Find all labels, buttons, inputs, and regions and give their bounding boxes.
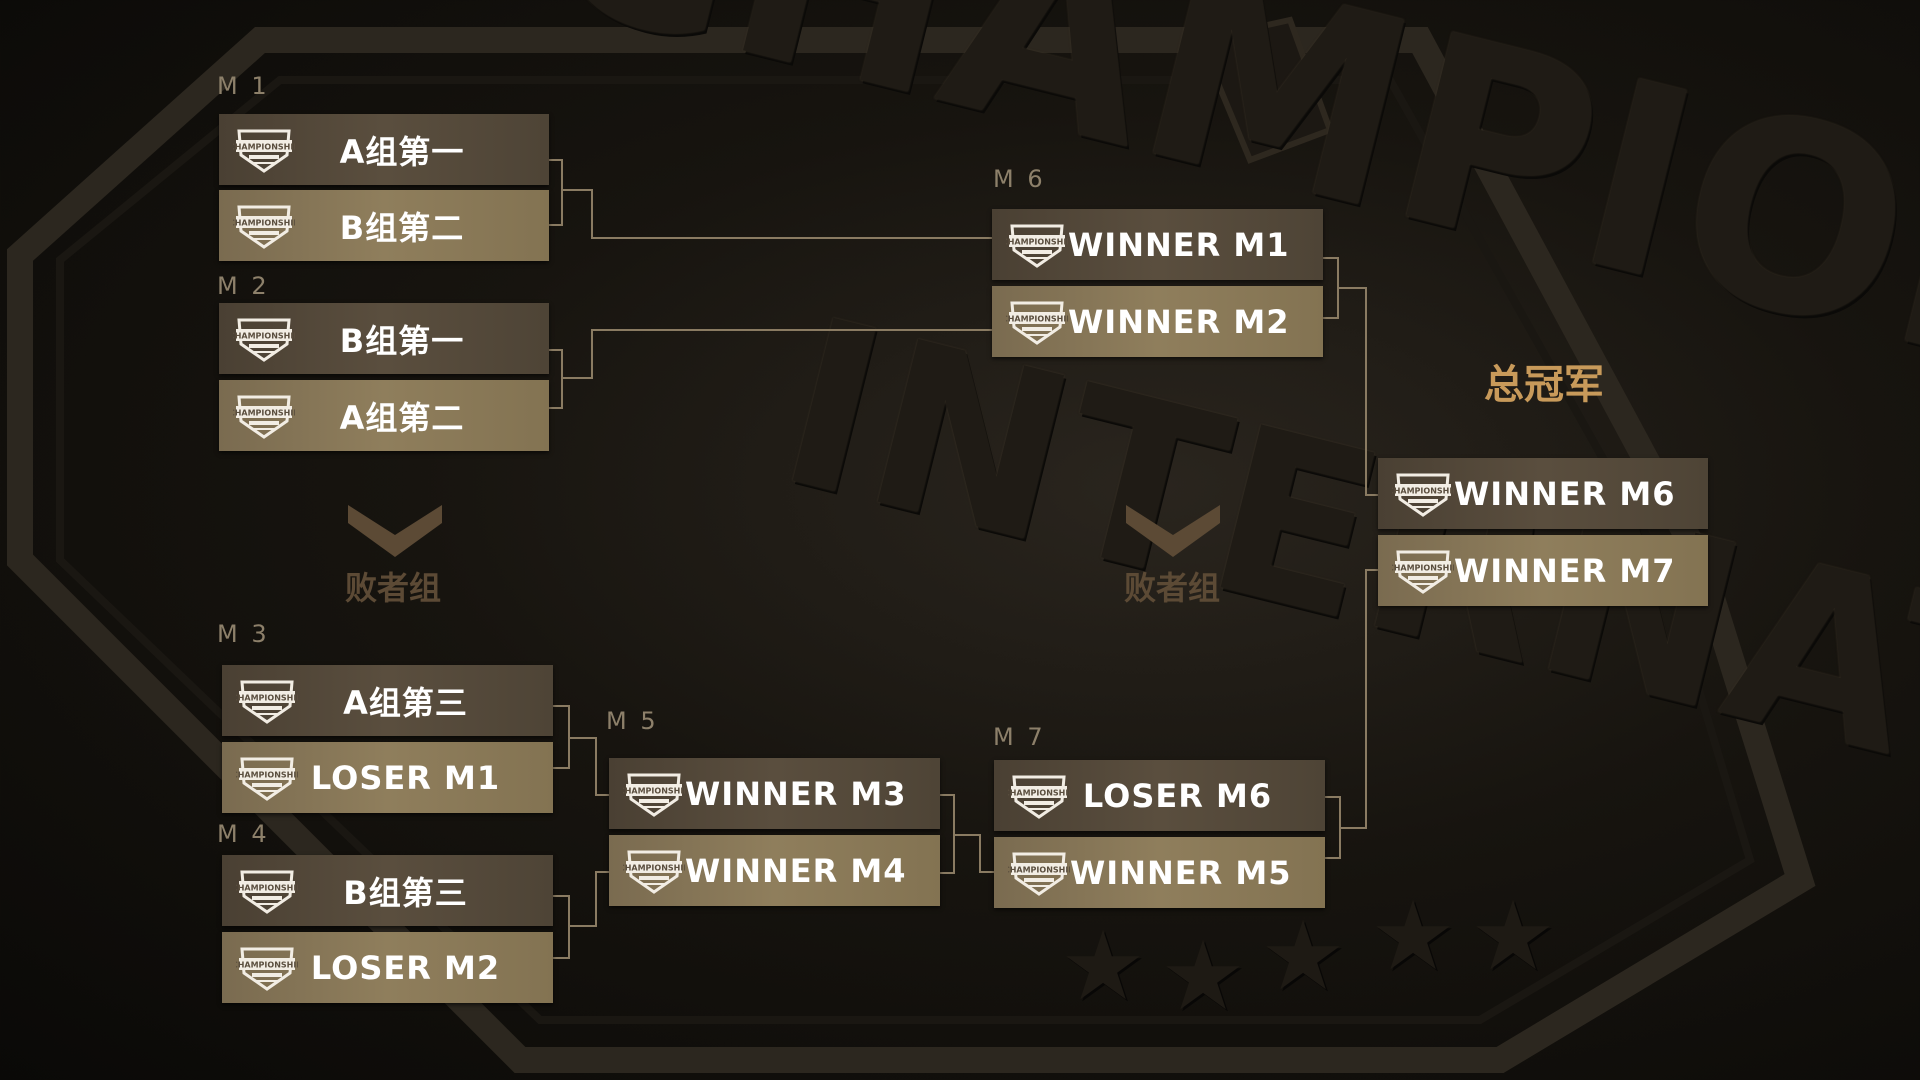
champion-title: 总冠军 [1484,362,1604,408]
championship-badge-icon [233,314,295,364]
bracket-slot-m3-top[interactable]: A组第三 [222,665,553,736]
team-name: WINNER M3 [685,774,907,813]
championship-badge-icon [236,753,298,803]
championship-badge-icon [236,943,298,993]
championship-badge-icon [236,676,298,726]
bracket-slot-m7-bottom[interactable]: WINNER M5 [994,837,1325,908]
background-star-icon: ★ [1060,910,1147,1022]
bracket-slot-m5-bottom[interactable]: WINNER M4 [609,835,940,906]
bracket-slot-final-top[interactable]: WINNER M6 [1378,458,1708,529]
championship-badge-icon [233,391,295,441]
team-name: B组第三 [343,873,468,912]
match-label-m5: M 5 [606,707,659,735]
championship-badge-icon [623,769,685,819]
championship-badge-icon [1006,220,1068,270]
championship-badge-icon [1392,546,1454,596]
background-star-icon: ★ [1370,880,1457,992]
bracket-slot-m4-top[interactable]: B组第三 [222,855,553,926]
match-label-m7: M 7 [993,723,1046,751]
championship-badge-icon [236,866,298,916]
background-star-icon: ★ [1160,920,1247,1032]
team-name: LOSER M1 [310,758,501,797]
championship-badge-icon [1008,771,1070,821]
championship-badge-icon [233,201,295,251]
team-name: A组第三 [343,683,468,722]
bracket-slot-m5-top[interactable]: WINNER M3 [609,758,940,829]
team-name: WINNER M6 [1454,474,1676,513]
championship-badge-icon [1006,297,1068,347]
team-name: WINNER M5 [1070,853,1292,892]
team-name: WINNER M7 [1454,551,1676,590]
championship-badge-icon [233,125,295,175]
bracket-slot-m2-bottom[interactable]: A组第二 [219,380,549,451]
match-label-m3: M 3 [217,620,270,648]
championship-badge-icon [1008,848,1070,898]
team-name: A组第一 [339,132,465,171]
team-name: LOSER M2 [310,948,501,987]
bracket-slot-m2-top[interactable]: B组第一 [219,303,549,374]
team-name: B组第二 [339,208,465,247]
losers-bracket-label-left: 败者组 [345,569,442,607]
match-label-m1: M 1 [217,72,270,100]
bracket-slot-m3-bottom[interactable]: LOSER M1 [222,742,553,813]
championship-badge-icon [623,846,685,896]
background-star-icon: ★ [1260,900,1347,1012]
bracket-slot-m1-bottom[interactable]: B组第二 [219,190,549,261]
team-name: WINNER M2 [1068,302,1290,341]
chevron-down-icon [348,505,442,557]
team-name: WINNER M1 [1068,225,1290,264]
bracket-slot-final-bottom[interactable]: WINNER M7 [1378,535,1708,606]
bracket-slot-m6-bottom[interactable]: WINNER M2 [992,286,1323,357]
championship-badge-icon [1392,469,1454,519]
background-star-icon: ★ [1470,880,1557,992]
match-label-m2: M 2 [217,272,270,300]
team-name: WINNER M4 [685,851,907,890]
team-name: B组第一 [339,321,465,360]
losers-bracket-label-right: 败者组 [1124,569,1221,607]
match-label-m4: M 4 [217,820,270,848]
bracket-slot-m4-bottom[interactable]: LOSER M2 [222,932,553,1003]
bracket-slot-m1-top[interactable]: A组第一 [219,114,549,185]
bracket-slot-m7-top[interactable]: LOSER M6 [994,760,1325,831]
team-name: LOSER M6 [1082,776,1273,815]
chevron-down-icon [1126,505,1220,557]
match-label-m6: M 6 [993,165,1046,193]
bracket-slot-m6-top[interactable]: WINNER M1 [992,209,1323,280]
team-name: A组第二 [339,398,465,437]
